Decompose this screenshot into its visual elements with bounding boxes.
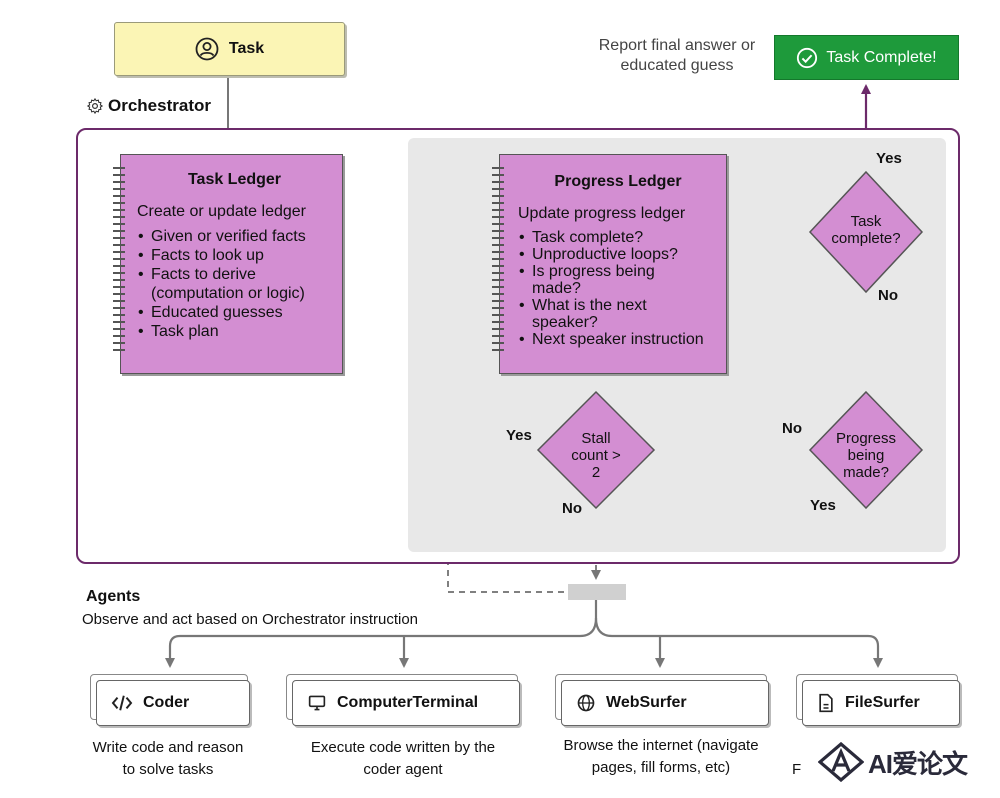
- list-item-continuation: (computation or logic): [151, 285, 305, 302]
- list-item: What is the next: [519, 297, 718, 314]
- task-complete-diamond: [808, 170, 924, 294]
- edge-label-no: No: [562, 500, 582, 517]
- edge-label-no: No: [782, 420, 802, 437]
- edge-label-yes: Yes: [876, 150, 902, 167]
- list-item: Next speaker instruction: [519, 331, 718, 348]
- user-icon: [195, 37, 219, 61]
- ledger-spiral: [492, 167, 504, 356]
- task-complete-badge: Task Complete!: [774, 35, 959, 80]
- code-icon: [111, 695, 133, 711]
- agent-card-filesurfer: FileSurfer: [802, 680, 960, 726]
- agent-desc-filesurfer: F: [792, 761, 802, 778]
- list-item-continuation: made?: [532, 280, 581, 297]
- task-label: Task: [228, 40, 265, 57]
- progress-ledger-list: Task complete? Unproductive loops? Is pr…: [518, 229, 718, 348]
- task-box: Task: [114, 22, 345, 76]
- agents-title: Agents: [86, 588, 141, 605]
- list-item: Facts to look up: [138, 246, 332, 265]
- edge-label-no: No: [878, 287, 898, 304]
- file-icon: [819, 693, 833, 713]
- orchestrator-label: Orchestrator: [86, 96, 211, 116]
- agents-subtitle: Observe and act based on Orchestrator in…: [82, 611, 419, 628]
- agent-card-coder: Coder: [96, 680, 250, 726]
- report-final-answer-note: Report final answer or educated guess: [598, 37, 756, 74]
- agent-hub: [568, 584, 626, 600]
- edge-label-yes: Yes: [810, 497, 836, 514]
- task-ledger-list: Given or verified facts Facts to look up…: [137, 227, 332, 341]
- gear-icon: [86, 97, 104, 115]
- globe-icon: [577, 694, 595, 712]
- logo-icon: [818, 742, 864, 782]
- task-ledger-subtitle: Create or update ledger: [137, 203, 306, 220]
- agent-card-computer-terminal: ComputerTerminal: [292, 680, 520, 726]
- list-item: Educated guesses: [138, 303, 332, 322]
- progress-ledger-title: Progress Ledger: [554, 173, 682, 190]
- arrow-hub-to-filesurfer: [594, 617, 883, 668]
- arrow-hub-to-coder: [165, 600, 598, 668]
- ledger-spiral: [113, 167, 125, 356]
- agent-desc-computer-terminal: Execute code written by the coder agent: [310, 739, 496, 778]
- stall-question: Stall count > 2: [571, 430, 621, 481]
- progress-diamond: [808, 390, 924, 510]
- agent-card-websurfer: WebSurfer: [561, 680, 769, 726]
- progress-ledger: Progress Ledger Update progress ledger T…: [492, 154, 727, 374]
- list-item: Task plan: [138, 322, 332, 341]
- task-ledger: Task Ledger Create or update ledger Give…: [113, 154, 343, 374]
- list-item-continuation: speaker?: [532, 314, 598, 331]
- progress-ledger-subtitle: Update progress ledger: [518, 205, 686, 222]
- list-item: Given or verified facts: [138, 227, 332, 246]
- progress-question: Progress being made?: [835, 430, 897, 481]
- check-circle-icon: [797, 47, 818, 68]
- list-item: Is progress being: [519, 263, 718, 280]
- task-complete-question: Task complete?: [831, 213, 901, 247]
- edge-label-yes: Yes: [506, 427, 532, 444]
- list-item: Unproductive loops?: [519, 246, 718, 263]
- task-ledger-title: Task Ledger: [187, 171, 282, 188]
- list-item: Facts to derive: [138, 265, 332, 284]
- watermark: AI爱论文: [818, 742, 968, 782]
- agent-desc-coder: Write code and reason to solve tasks: [92, 739, 244, 778]
- monitor-icon: [308, 695, 326, 711]
- agent-desc-websurfer: Browse the internet (navigate pages, fil…: [563, 737, 759, 776]
- stall-diamond: [536, 390, 656, 510]
- list-item: Task complete?: [519, 229, 718, 246]
